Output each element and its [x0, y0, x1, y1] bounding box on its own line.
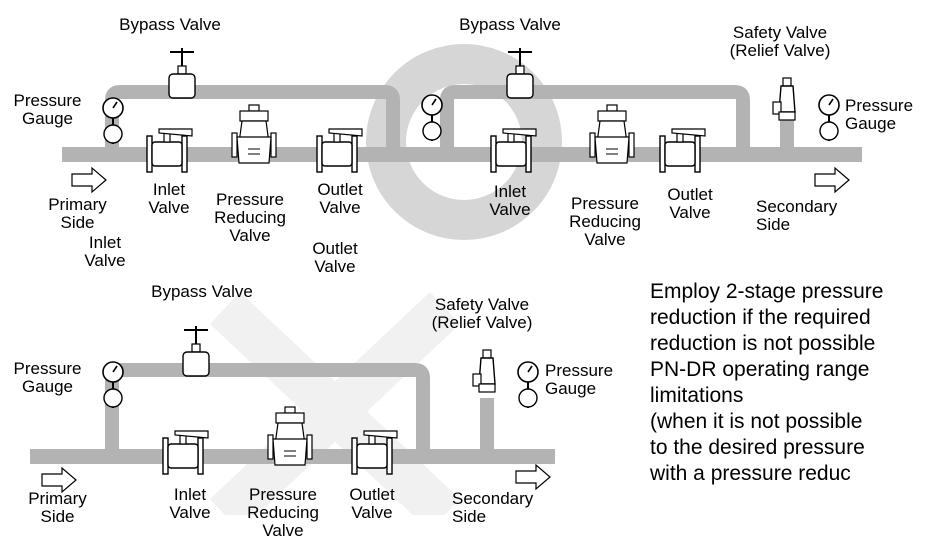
bottom-bypass-valve-icon [182, 325, 210, 377]
bottom-inlet-valve-label: Inlet Valve [169, 485, 211, 522]
top-bypass-pipe-1 [105, 85, 400, 150]
top-pressure-gauge-2-label: Pressure Gauge [845, 96, 914, 133]
top-safety-branch [780, 118, 794, 150]
top-inlet-valve-2-label: Inlet Valve [489, 182, 531, 219]
top-bypass-valve-2-label: Bypass Valve [459, 15, 561, 34]
top-outlet-valve-1-icon [316, 128, 363, 173]
bottom-bypass-valve-label: Bypass Valve [151, 282, 253, 301]
bottom-outlet-valve-label: Outlet Valve [349, 485, 395, 522]
top-outlet-valve-2-icon [659, 128, 706, 173]
top-primary-side-label: Primary Side [48, 195, 107, 232]
top-piping-diagram [62, 44, 862, 240]
top-bypass-valve-1-label: Bypass Valve [119, 15, 221, 34]
top-bypass-pipe-2 [440, 85, 750, 150]
bottom-secondary-side-label: Secondary Side [452, 489, 534, 526]
top-prv-2-icon [589, 104, 635, 164]
top-outlet-valve-2-label: Outlet Valve [667, 185, 713, 222]
note-text: Employ 2-stage pressure reduction if the… [650, 280, 884, 485]
top-bypass-valve-1-icon [168, 47, 196, 99]
top-prv-2-label: Pressure Reducing Valve [569, 194, 641, 249]
bottom-inlet-valve-icon [162, 430, 209, 475]
bottom-safety-branch [480, 398, 494, 450]
cross-ng-icon-stroke-2 [209, 291, 461, 515]
bottom-prv-label: Pressure Reducing Valve [247, 485, 319, 540]
bottom-primary-side-label: Primary Side [28, 489, 87, 526]
top-inlet-valve-1-label: Inlet Valve [148, 180, 190, 217]
stray-outlet-valve-label: Outlet Valve [312, 239, 358, 276]
top-prv-1-icon [231, 104, 277, 164]
piping-diagram [30, 44, 862, 515]
top-pressure-gauge-1-label: Pressure Gauge [13, 91, 82, 128]
top-pressure-gauge-mid-icon [421, 94, 443, 142]
top-secondary-side-label: Secondary Side [756, 197, 838, 234]
bottom-pressure-gauge-2-label: Pressure Gauge [545, 361, 614, 398]
top-outlet-valve-1-label: Outlet Valve [317, 180, 363, 217]
top-safety-valve-icon [772, 77, 796, 121]
top-safety-valve-label: Safety Valve (Relief Valve) [729, 23, 831, 60]
top-pressure-gauge-2-icon [818, 94, 840, 142]
bottom-secondary-arrow-icon [515, 464, 551, 490]
bottom-pressure-gauge-1-label: Pressure Gauge [13, 359, 82, 396]
top-prv-1-label: Pressure Reducing Valve [214, 190, 286, 245]
bottom-safety-valve-label: Safety Valve (Relief Valve) [431, 295, 533, 332]
bottom-piping-diagram [30, 291, 555, 515]
bottom-pressure-gauge-2-icon [517, 361, 539, 409]
top-secondary-arrow-icon [814, 167, 850, 193]
stray-inlet-valve-label: Inlet Valve [84, 233, 126, 270]
bottom-safety-valve-icon [472, 349, 496, 393]
top-primary-arrow-icon [71, 167, 107, 193]
top-inlet-valve-2-icon [490, 128, 537, 173]
top-inlet-valve-1-icon [146, 128, 193, 173]
